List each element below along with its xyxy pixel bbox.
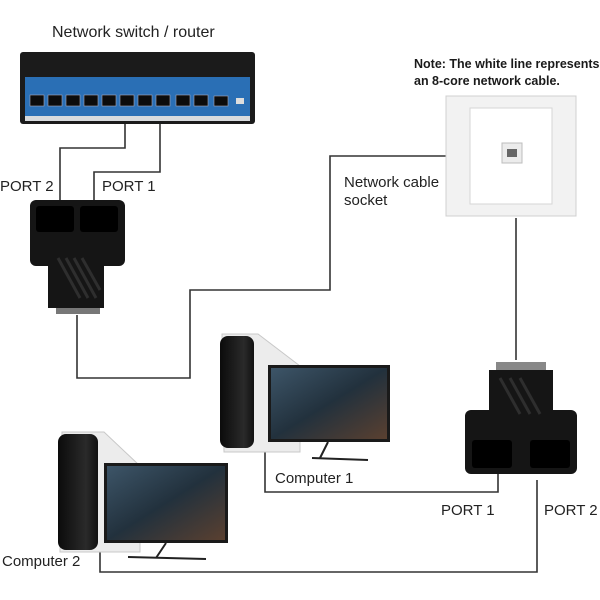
cable-note-line2: an 8-core network cable. xyxy=(414,74,560,88)
cable-splitter-to-socket xyxy=(76,155,446,379)
network-switch-icon xyxy=(20,52,255,124)
splitter-adapter-top xyxy=(30,200,125,314)
computer1-label: Computer 1 xyxy=(275,470,354,487)
cable-switch-port2 xyxy=(59,123,126,200)
port1-bottom-label: PORT 1 xyxy=(441,502,495,519)
cables xyxy=(59,123,538,573)
cable-port1-to-computer1 xyxy=(264,452,499,493)
port2-bottom-label: PORT 2 xyxy=(544,502,598,519)
socket-label-line2: socket xyxy=(344,192,388,209)
splitter-adapter-bottom xyxy=(465,362,577,474)
port2-top-label: PORT 2 xyxy=(0,178,54,195)
computer2-label: Computer 2 xyxy=(2,553,81,570)
cable-note-line1: Note: The white line represents xyxy=(414,57,600,71)
port1-top-label: PORT 1 xyxy=(102,178,156,195)
switch-title: Network switch / router xyxy=(52,24,215,41)
cable-note: Note: The white line represents an 8-cor… xyxy=(414,56,599,90)
cable-switch-port1 xyxy=(93,123,161,200)
socket-label-line1: Network cable xyxy=(344,174,440,191)
wall-socket-icon xyxy=(445,95,577,217)
desktop-computer-icon-2 xyxy=(58,431,228,560)
switch-ports xyxy=(29,94,229,107)
desktop-computer-icon-1 xyxy=(220,333,390,461)
cable-port2-to-computer2 xyxy=(99,480,538,573)
